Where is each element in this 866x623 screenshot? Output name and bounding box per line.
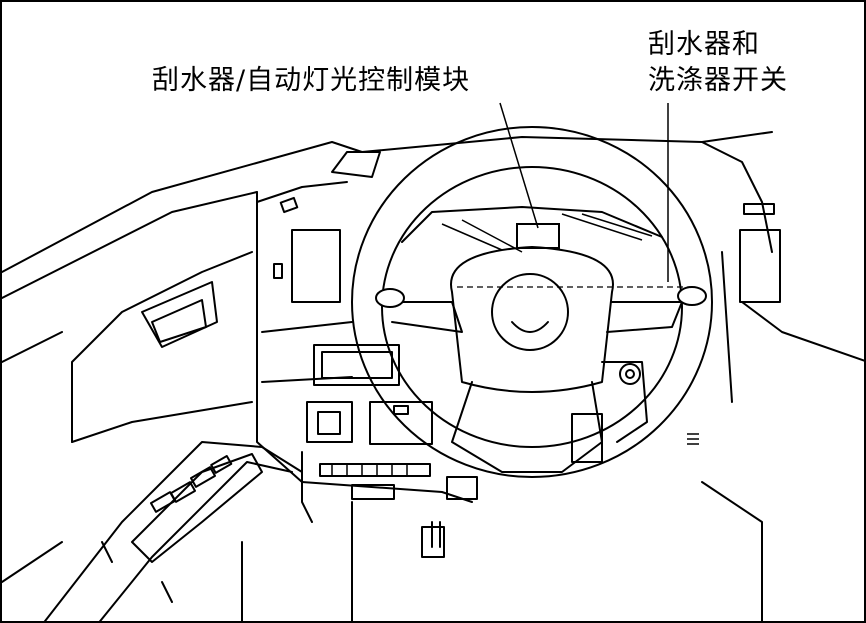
wiper-light-module-label: 刮水器/自动灯光控制模块 xyxy=(152,65,471,96)
right-vents xyxy=(619,203,864,445)
wiper-washer-switch-label-line2: 洗涤器开关 xyxy=(648,65,788,96)
door-armrest xyxy=(2,441,303,621)
instrument-cluster xyxy=(401,206,663,253)
leader-lines xyxy=(499,102,669,282)
center-console xyxy=(241,344,763,621)
left-door-panel xyxy=(2,251,253,443)
dashboard-left-housing xyxy=(256,151,381,483)
windshield-frame xyxy=(2,131,773,299)
steering-wheel xyxy=(351,126,713,558)
wiper-washer-switch-label-line1: 刮水器和 xyxy=(648,29,760,60)
